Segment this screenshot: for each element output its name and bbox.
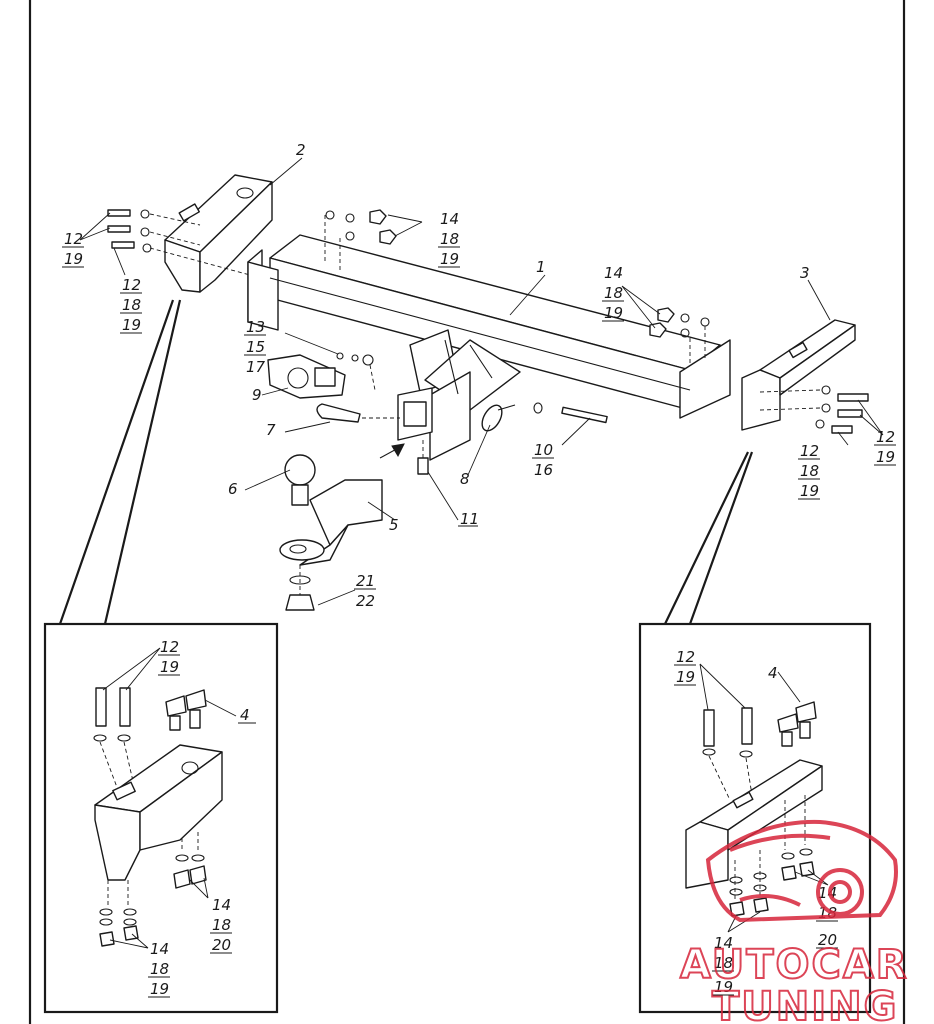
detail-left-callout-4: 4 [240, 706, 250, 724]
watermark-line1: AUTOCAR [680, 942, 909, 988]
callout-2: 2 [296, 141, 306, 159]
watermark-line2: TUNING [712, 984, 898, 1024]
svg-text:20: 20 [212, 936, 231, 954]
svg-text:18: 18 [440, 230, 459, 248]
detail-left-callout-14-18-19: 14 18 19 [148, 940, 170, 998]
svg-text:12: 12 [676, 648, 695, 666]
hitch-pin [316, 403, 400, 423]
svg-text:12: 12 [876, 428, 895, 446]
callout-6: 6 [228, 480, 238, 498]
svg-text:19: 19 [876, 448, 895, 466]
svg-text:15: 15 [246, 338, 265, 356]
sports-car-icon [705, 819, 898, 923]
callout-14-18-19-right: 14 18 19 [602, 264, 624, 322]
electrical-socket [267, 354, 346, 399]
svg-text:14: 14 [440, 210, 459, 228]
svg-text:18: 18 [150, 960, 169, 978]
arrow-icon [391, 443, 405, 458]
svg-text:12: 12 [64, 230, 83, 248]
svg-text:17: 17 [246, 358, 266, 376]
receiver-hitch [397, 329, 521, 461]
svg-text:18: 18 [122, 296, 141, 314]
detail-view-left: 12 19 4 14 18 20 14 18 19 [43, 622, 279, 1014]
callout-5: 5 [389, 516, 399, 534]
detail-connector-right [664, 451, 754, 625]
svg-text:14: 14 [604, 264, 623, 282]
callout-1: 1 [536, 258, 546, 276]
svg-text:19: 19 [64, 250, 83, 268]
svg-text:19: 19 [440, 250, 459, 268]
washers-13-15-17 [336, 352, 376, 391]
svg-text:10: 10 [534, 441, 553, 459]
svg-text:19: 19 [714, 978, 733, 996]
left-bracket [164, 174, 273, 293]
callout-21-22: 21 22 [354, 572, 376, 610]
detail-left-callout-14-18-20: 14 18 20 [210, 896, 232, 954]
svg-text:21: 21 [356, 572, 375, 590]
svg-text:18: 18 [212, 916, 231, 934]
callout-12-18-19-left: 12 18 19 [120, 276, 142, 334]
callout-12-18-19-right: 12 18 19 [798, 442, 820, 500]
drawing-frame [28, 0, 906, 1024]
detail-right-callout-4: 4 [768, 664, 778, 682]
leader-lines [79, 157, 884, 606]
svg-text:14: 14 [714, 934, 733, 952]
svg-text:14: 14 [212, 896, 231, 914]
detail-connector-left [58, 299, 182, 625]
fasteners-top [324, 209, 397, 270]
svg-text:16: 16 [534, 461, 553, 479]
callout-9: 9 [252, 386, 262, 404]
callout-3: 3 [800, 264, 810, 282]
svg-text:18: 18 [714, 954, 733, 972]
detail-right-callout-12-19: 12 19 [674, 648, 696, 686]
svg-text:12: 12 [800, 442, 819, 460]
callout-12-19-left: 12 19 [62, 230, 84, 268]
detail-left-callout-12-19: 12 19 [158, 638, 180, 676]
svg-text:18: 18 [800, 462, 819, 480]
callout-12-19-right: 12 19 [874, 428, 896, 466]
bolt-11 [417, 440, 429, 475]
svg-text:19: 19 [122, 316, 141, 334]
svg-text:20: 20 [818, 931, 837, 949]
svg-text:19: 19 [676, 668, 695, 686]
right-bracket [741, 319, 856, 431]
svg-text:14: 14 [150, 940, 169, 958]
fasteners-left [107, 209, 251, 276]
svg-text:12: 12 [160, 638, 179, 656]
callout-7: 7 [266, 421, 276, 439]
callout-11: 11 [460, 510, 479, 528]
detail-right-callout-14-18-19: 14 18 19 [712, 934, 734, 996]
callout-8: 8 [460, 470, 470, 488]
svg-text:19: 19 [604, 304, 623, 322]
svg-text:13: 13 [246, 318, 265, 336]
clip-and-bolt [481, 402, 608, 432]
svg-text:19: 19 [160, 658, 179, 676]
fasteners-right [759, 385, 869, 434]
autocar-tuning-watermark: AUTOCAR TUNING [679, 819, 909, 1024]
svg-text:19: 19 [800, 482, 819, 500]
svg-text:18: 18 [604, 284, 623, 302]
callout-10-16: 10 16 [532, 441, 554, 479]
callout-13-15-17: 13 15 17 [244, 318, 266, 376]
main-exploded-view: 2 1 3 5 6 7 8 9 11 13 15 17 10 16 21 22 … [58, 141, 896, 625]
detail-view-right: 12 19 4 14 18 20 14 18 19 [638, 622, 872, 1014]
callout-14-18-19-top: 14 18 19 [438, 210, 460, 268]
svg-text:19: 19 [150, 980, 169, 998]
cross-beam [247, 234, 731, 419]
ball-mount [279, 443, 405, 611]
svg-text:12: 12 [122, 276, 141, 294]
fasteners-right-mid [649, 307, 710, 365]
svg-text:22: 22 [356, 592, 375, 610]
